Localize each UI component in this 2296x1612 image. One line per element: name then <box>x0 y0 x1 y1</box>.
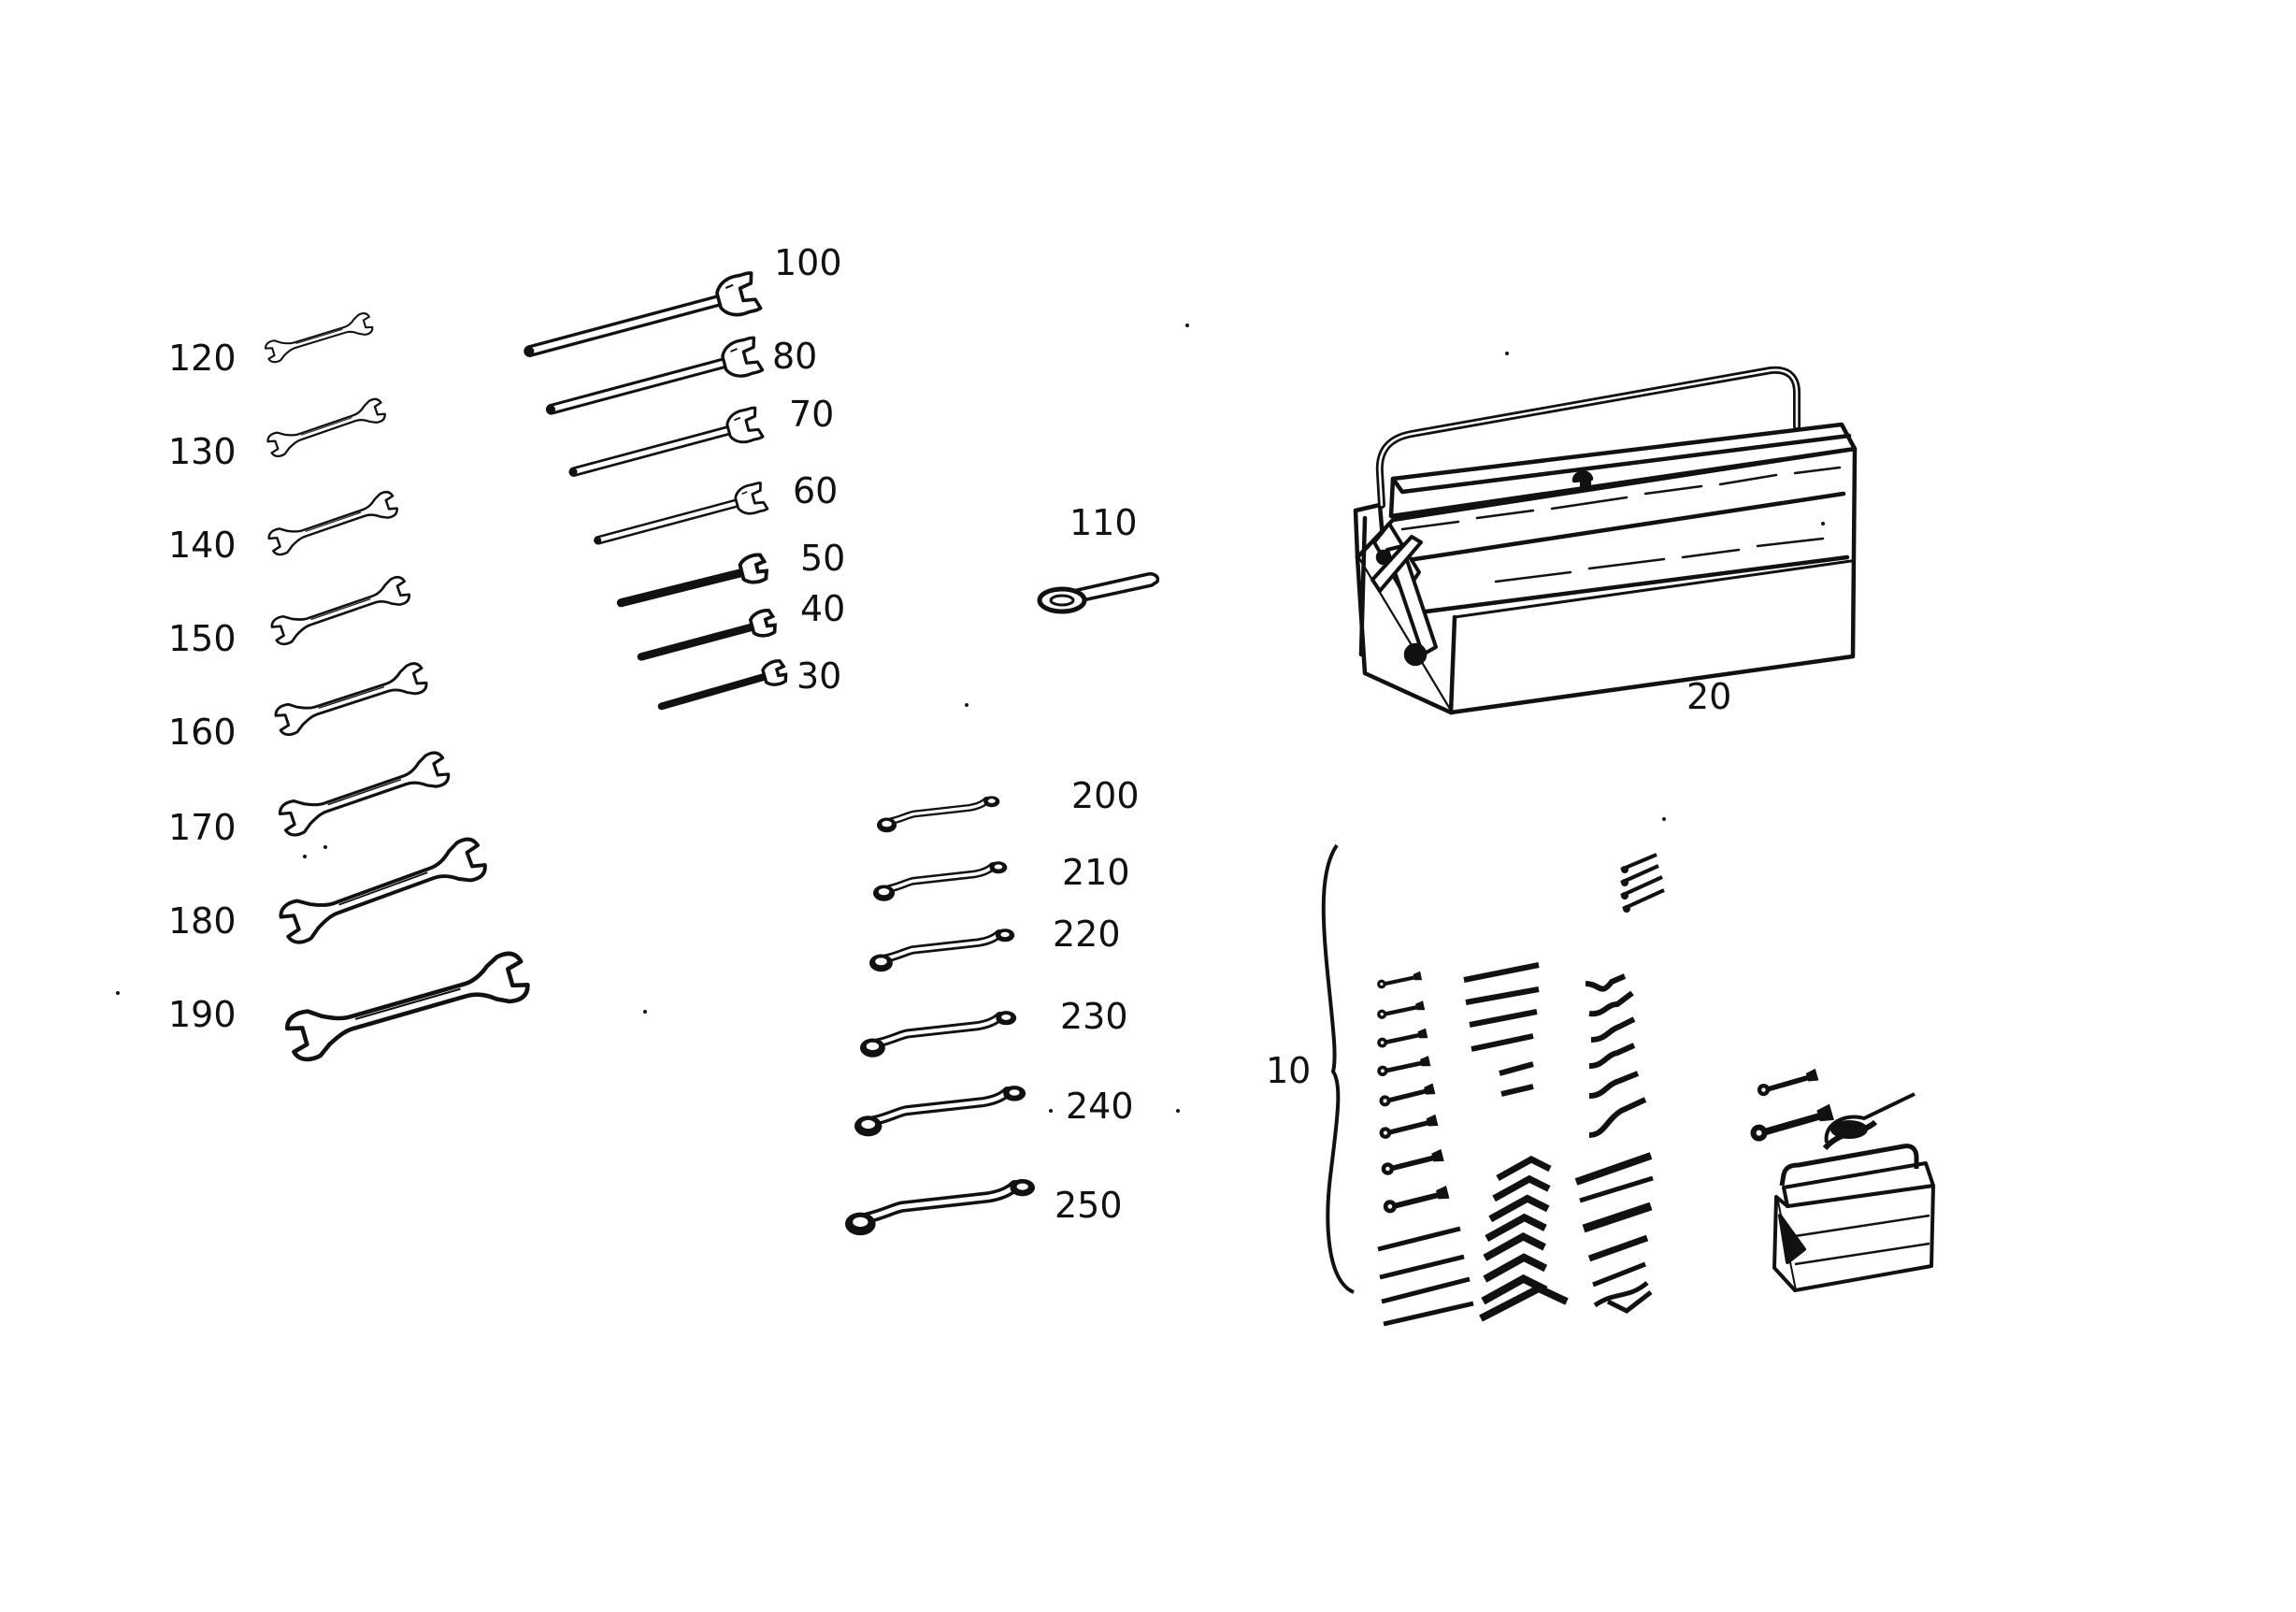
open-end-wrench-50-icon <box>611 551 771 618</box>
callout-60: 60 <box>793 470 839 511</box>
kit-hex-key-column <box>1463 962 1569 1322</box>
callout-20: 20 <box>1686 676 1732 717</box>
callout-220: 220 <box>1053 914 1121 955</box>
callout-70: 70 <box>789 394 835 435</box>
callout-80: 80 <box>772 336 818 377</box>
ring-wrench-110-icon <box>1037 572 1160 614</box>
callout-110: 110 <box>1069 502 1138 543</box>
cantilever-toolbox-icon <box>1353 366 1858 715</box>
double-open-end-wrench-group <box>263 310 531 1063</box>
double-open-end-wrench-120-icon <box>263 310 376 366</box>
callout-10: 10 <box>1266 1050 1312 1091</box>
mini-toolbox-icon <box>1772 1144 1935 1292</box>
callout-40: 40 <box>800 588 846 629</box>
callout-30: 30 <box>796 655 842 697</box>
callout-250: 250 <box>1055 1185 1123 1226</box>
callout-150: 150 <box>168 618 237 659</box>
kit-spanner-column <box>1376 971 1474 1327</box>
offset-ring-wrench-200-icon <box>877 796 999 832</box>
callout-130: 130 <box>168 431 237 472</box>
double-open-end-wrench-140-icon <box>265 488 401 558</box>
offset-ring-wrench-210-icon <box>873 861 1007 900</box>
offset-ring-wrench-250-icon <box>845 1179 1035 1235</box>
callout-180: 180 <box>168 900 237 942</box>
print-specks <box>116 324 1825 1113</box>
callout-120: 120 <box>168 338 237 379</box>
group-brace <box>1321 843 1355 1294</box>
callout-140: 140 <box>168 525 237 566</box>
callout-160: 160 <box>168 712 237 753</box>
callout-200: 200 <box>1071 775 1140 816</box>
callout-50: 50 <box>800 538 846 579</box>
callout-190: 190 <box>168 994 237 1035</box>
callout-170: 170 <box>168 807 237 848</box>
offset-ring-wrench-240-icon <box>854 1086 1026 1136</box>
double-open-end-wrench-160-icon <box>272 659 430 739</box>
double-open-end-wrench-180-icon <box>275 833 491 948</box>
open-end-wrench-80-icon <box>541 335 765 429</box>
open-end-wrench-70-icon <box>565 405 765 490</box>
kit-screwdriver-column <box>1574 853 1665 1314</box>
callout-240: 240 <box>1066 1086 1134 1127</box>
long-open-end-wrench-group <box>518 270 790 720</box>
tool-kit-assortment-icon <box>1321 843 1935 1327</box>
double-open-end-wrench-150-icon <box>268 573 413 648</box>
offset-ring-wrench-group <box>845 796 1035 1235</box>
double-open-end-wrench-130-icon <box>265 396 388 460</box>
open-end-wrench-60-icon <box>590 481 769 556</box>
open-end-wrench-30-icon <box>653 657 790 720</box>
callout-100: 100 <box>774 242 842 283</box>
offset-ring-wrench-220-icon <box>869 928 1014 972</box>
callout-230: 230 <box>1060 996 1128 1037</box>
kit-accessories <box>1748 1068 1916 1151</box>
offset-ring-wrench-230-icon <box>860 1011 1016 1058</box>
double-open-end-wrench-170-icon <box>276 748 453 840</box>
callout-210: 210 <box>1062 852 1130 893</box>
double-open-end-wrench-190-icon <box>284 950 531 1063</box>
open-end-wrench-40-icon <box>632 607 779 671</box>
